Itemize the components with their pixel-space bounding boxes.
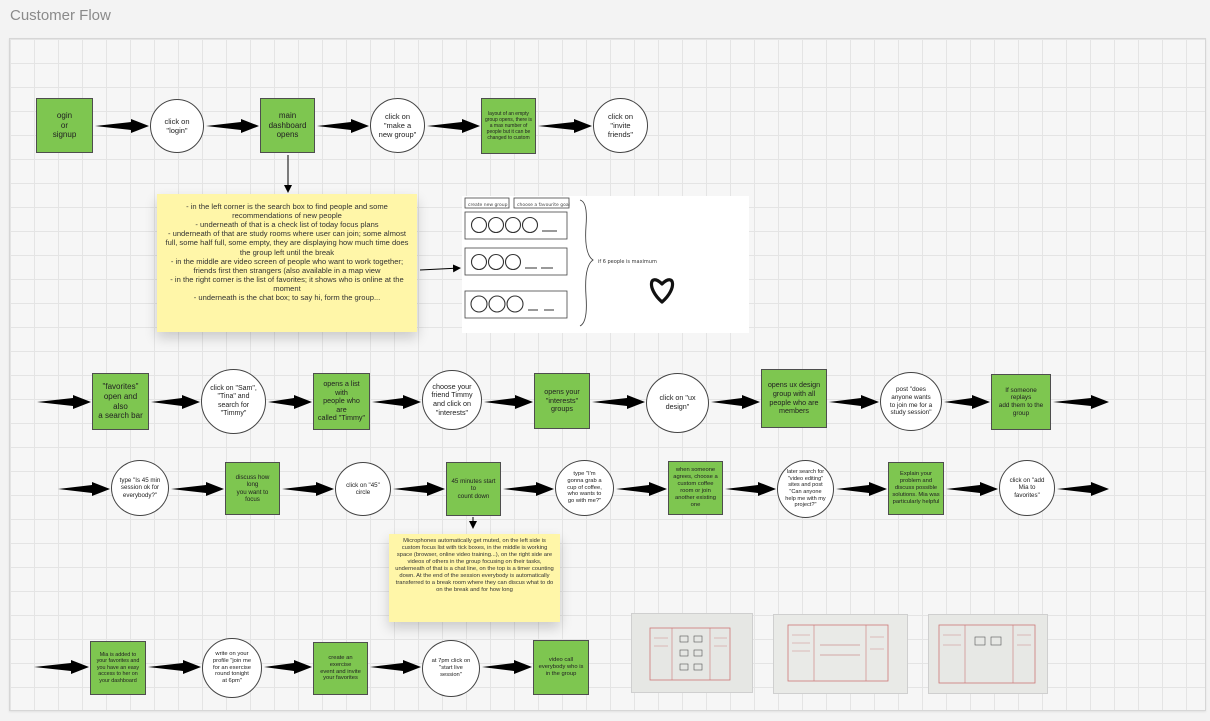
heart-icon [651,280,672,302]
whiteboard-canvas[interactable]: ogin or signup click on "login" main das… [9,38,1206,711]
flow-arrow-r1-4 [427,119,480,133]
sticky-note-session-description[interactable]: Microphones automatically get muted, on … [389,534,560,622]
flow-arrow-r3-6 [616,482,667,496]
flow-node-explain-problem[interactable]: Explain your problem and discuss possibl… [888,462,944,515]
flow-arrow-r2-1 [37,395,91,409]
flow-arrow-r2-4 [372,395,421,409]
flow-arrow-r4-4 [370,660,421,674]
flow-node-write-on-profile[interactable]: write on your profile "join me for an ex… [202,638,262,698]
flow-node-coffee-room[interactable]: when someone agrees, choose a custom cof… [668,461,723,515]
flow-node-video-call[interactable]: video call everybody who is in the group [533,640,589,695]
flow-arrow-r2-10 [1053,395,1109,409]
flow-node-ux-design-group[interactable]: opens ux design group with all people wh… [761,369,827,428]
flow-arrow-r1-1 [95,119,149,133]
flow-arrow-r4-3 [264,660,312,674]
flow-arrow-r3-10 [1057,482,1109,496]
flow-arrow-r2-5 [484,395,533,409]
photo-sketch-2 [774,615,908,694]
flow-node-start-live-session[interactable]: at 7pm click on "start live session" [422,640,480,697]
flow-node-click-make-group[interactable]: click on "make a new group" [370,98,425,153]
flow-arrow-r4-2 [148,660,201,674]
flow-arrow-r2-9 [944,395,990,409]
flow-arrow-r3-4 [393,482,445,496]
flow-arrow-r3-8 [836,482,887,496]
flow-node-empty-group-layout[interactable]: layout of an empty group opens, there is… [481,98,536,154]
flow-node-post-study-session[interactable]: post "does anyone wants to join me for a… [880,372,942,431]
flow-node-click-ux-design[interactable]: click on "ux design" [646,373,709,433]
flow-node-countdown[interactable]: 45 minutes start to count down [446,462,501,516]
flow-node-favorites-search[interactable]: "favorites" open and also a search bar [92,373,149,430]
flow-node-click-login[interactable]: click on "login" [150,99,204,153]
whiteboard-photo-3[interactable] [928,614,1048,694]
flow-arrow-r3-2 [171,482,224,496]
flow-node-interests-groups[interactable]: opens your "interests" groups [534,373,590,429]
flow-arrow-r3-9 [946,482,998,496]
flow-arrow-r3-3 [282,482,334,496]
flow-arrow-r1-3 [317,119,369,133]
flow-arrow-r2-6 [592,395,645,409]
sketch-drawing: create new group choose a favourite goal… [462,196,749,333]
sketch-tab-choose-goal: choose a favourite goal [517,202,570,208]
flow-node-click-sam-tina[interactable]: click on "Sam", "Tina" and search for "T… [201,369,266,434]
flow-node-click-45-circle[interactable]: click on "45" circle [335,462,391,516]
flow-arrow-r1-5 [538,119,592,133]
sketch-tab-create-group: create new group [468,202,508,208]
whiteboard-photo-2[interactable] [773,614,908,694]
flow-arrow-r3-5 [503,482,554,496]
photo-sketch-1 [632,614,753,693]
whiteboard-photo-1[interactable] [631,613,753,693]
group-layout-sketch[interactable]: create new group choose a favourite goal… [462,196,749,333]
flow-arrow-r4-1 [34,660,89,674]
flow-arrow-r2-8 [829,395,879,409]
flow-arrow-r2-7 [711,395,760,409]
flow-arrow-r2-3 [268,395,312,409]
flow-node-add-to-group[interactable]: If someone replays add them to the group [991,374,1051,430]
flow-node-add-mia-favorites[interactable]: click on "add Mia to favorites" [999,460,1055,516]
flow-node-grab-coffee[interactable]: type "I'm gonna grab a cup of coffee, wh… [555,460,614,516]
flow-node-login-or-signup[interactable]: ogin or signup [36,98,93,153]
flow-node-discuss-focus[interactable]: discuss how long you want to focus [225,462,280,515]
flow-node-main-dashboard[interactable]: main dashboard opens [260,98,315,153]
flow-node-choose-timmy[interactable]: choose your friend Timmy and click on "i… [422,370,482,430]
page-title: Customer Flow [10,7,111,24]
flow-arrow-r4-5 [482,660,532,674]
flow-node-type-45-min[interactable]: type "Is 45 min session ok for everybody… [111,460,169,516]
flow-arrow-r3-7 [725,482,776,496]
flow-arrow-r2-2 [151,395,200,409]
flow-node-list-timmy[interactable]: opens a list with people who are called … [313,373,370,430]
flow-node-mia-added[interactable]: Mia is added to your favorites and you h… [90,641,146,695]
connector-note-to-sketch [420,268,460,270]
photo-sketch-3 [929,615,1048,694]
sketch-side-label: if 6 people is maximum [598,259,657,265]
sticky-note-dashboard-layout[interactable]: - in the left corner is the search box t… [157,194,417,332]
flow-node-create-exercise-event[interactable]: create an exercise event and invite your… [313,642,368,695]
flow-arrow-r3-1 [58,482,110,496]
flow-node-click-invite-friends[interactable]: click on "invite friends" [593,98,648,153]
flow-node-search-video-editing[interactable]: later search for "video editing" sites a… [777,460,834,518]
flow-arrow-r1-2 [206,119,259,133]
